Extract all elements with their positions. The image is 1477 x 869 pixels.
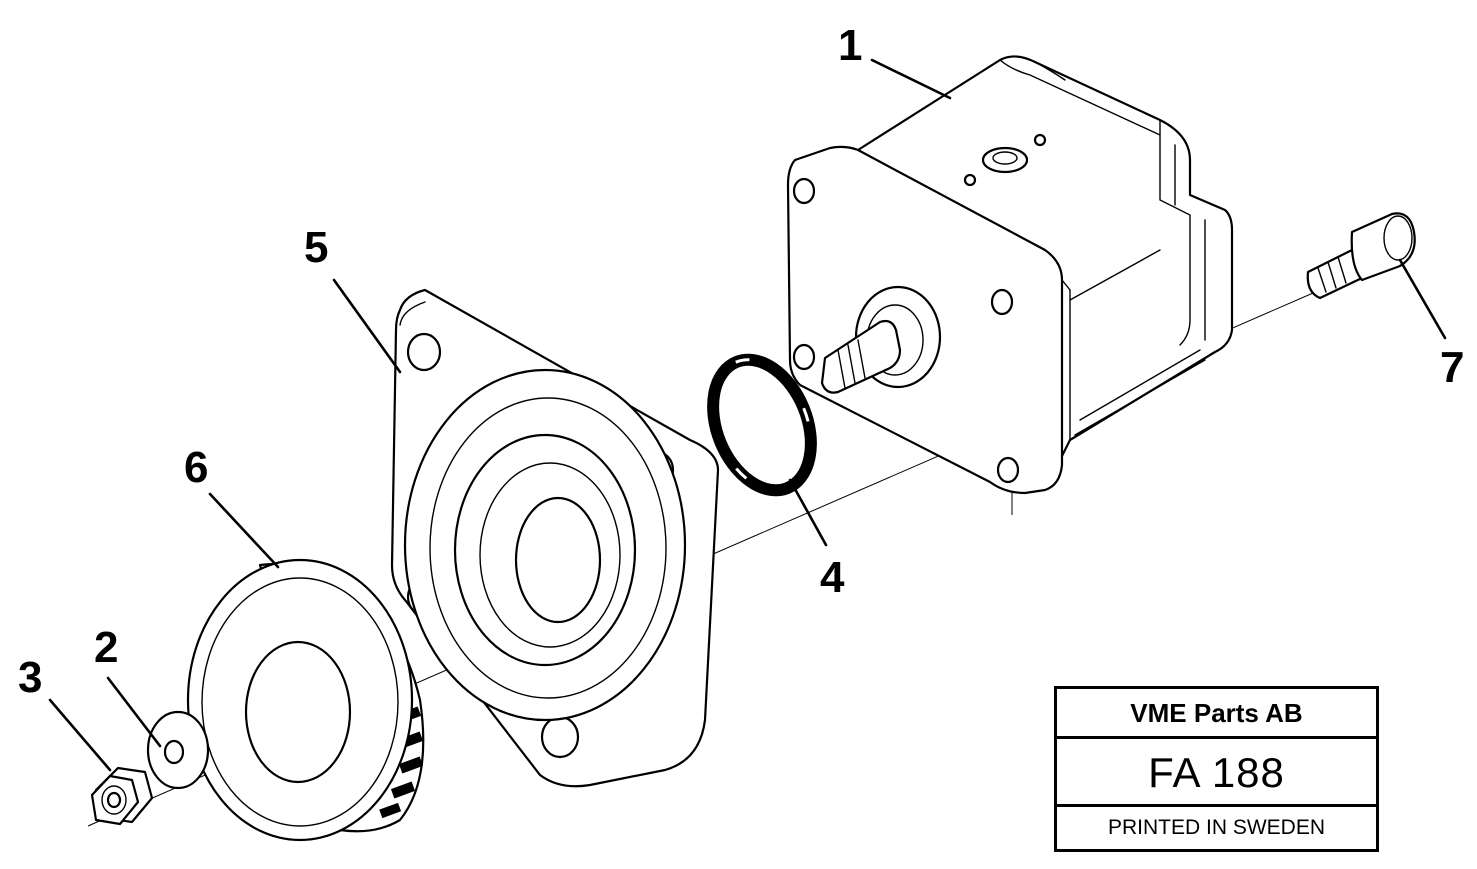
part-4-o-ring[interactable] [695,345,829,505]
callout-2: 2 [94,623,118,672]
callout-4: 4 [820,553,845,602]
company-name: VME Parts AB [1057,689,1376,739]
callout-5: 5 [304,223,328,272]
callout-1: 1 [838,21,862,70]
part-1-pump[interactable] [786,55,1234,495]
leader-lines [48,58,1447,772]
part-2-washer[interactable] [146,710,210,790]
part-6-gear[interactable] [186,558,425,842]
printed-in-note: PRINTED IN SWEDEN [1107,816,1325,839]
title-block: VME Parts AB FA 188 PRINTED IN SWEDEN [1054,686,1379,852]
part-7-bolt[interactable] [1306,212,1416,300]
callout-7: 7 [1440,343,1464,392]
callout-3: 3 [18,653,42,702]
part-3-nut[interactable] [90,766,154,826]
drawing-number: FA 188 [1057,739,1376,807]
callout-6: 6 [184,443,208,492]
part-5-adapter-flange[interactable] [390,288,720,788]
